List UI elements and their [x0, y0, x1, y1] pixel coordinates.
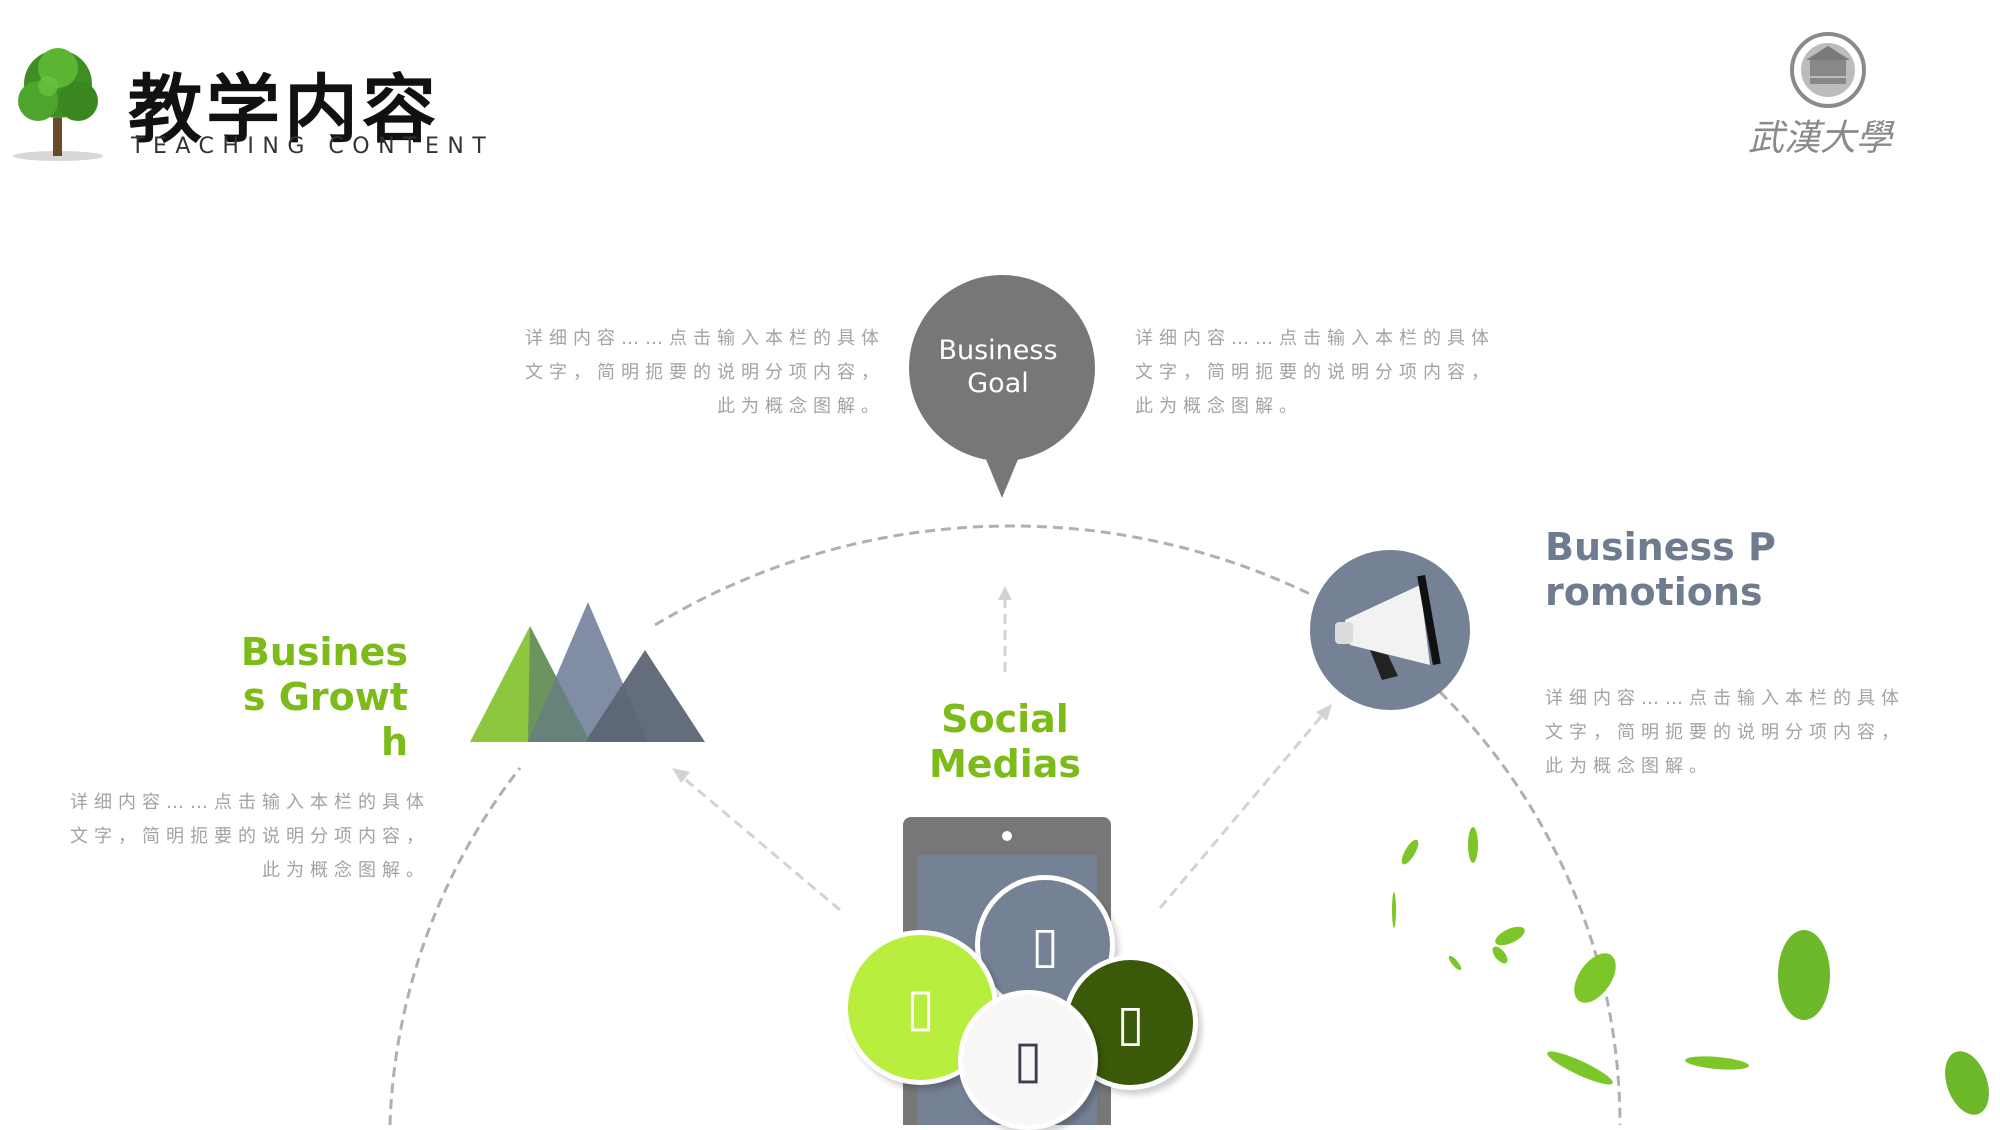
promotion-desc: 详细内容……点击输入本栏的具体文字，简明扼要的说明分项内容，此为概念图解。: [1545, 688, 1905, 777]
growth-title: Business Growth: [240, 630, 408, 764]
dashed-arc-top: [654, 524, 1313, 627]
social-icon-4: ▯: [1013, 1030, 1043, 1090]
social-icon-1: ▯: [1031, 916, 1059, 974]
speech-bubble-icon: [909, 275, 1095, 498]
social-icon-2: ▯: [906, 977, 935, 1038]
social-icon-3: ▯: [1116, 993, 1145, 1052]
page-subtitle: TEACHING CONTENT: [131, 134, 495, 159]
goal-desc-left: 详细内容……点击输入本栏的具体文字，简明扼要的说明分项内容，此为概念图解。: [525, 328, 885, 417]
tree-icon: [13, 48, 103, 161]
social-circle-white: ▯: [958, 990, 1098, 1130]
social-title: Social Medias: [928, 697, 1082, 786]
growth-desc: 详细内容……点击输入本栏的具体文字，简明扼要的说明分项内容，此为概念图解。: [70, 792, 430, 881]
promotion-title: Business Promotions: [1545, 525, 1776, 614]
university-logo-icon: 武漢大學: [1748, 32, 1895, 159]
svg-text:武漢大學: 武漢大學: [1748, 118, 1895, 159]
dashed-arc-right: [1438, 690, 1622, 1125]
megaphone-icon: [1310, 550, 1470, 710]
page-title: 教学内容: [128, 67, 440, 153]
goal-label: Business Goal: [938, 335, 1058, 399]
mountains-icon: [470, 602, 705, 742]
goal-desc-right: 详细内容……点击输入本栏的具体文字，简明扼要的说明分项内容，此为概念图解。: [1135, 328, 1495, 417]
leaf-icon: [1392, 827, 1989, 1115]
dashed-arc: [388, 767, 522, 1125]
